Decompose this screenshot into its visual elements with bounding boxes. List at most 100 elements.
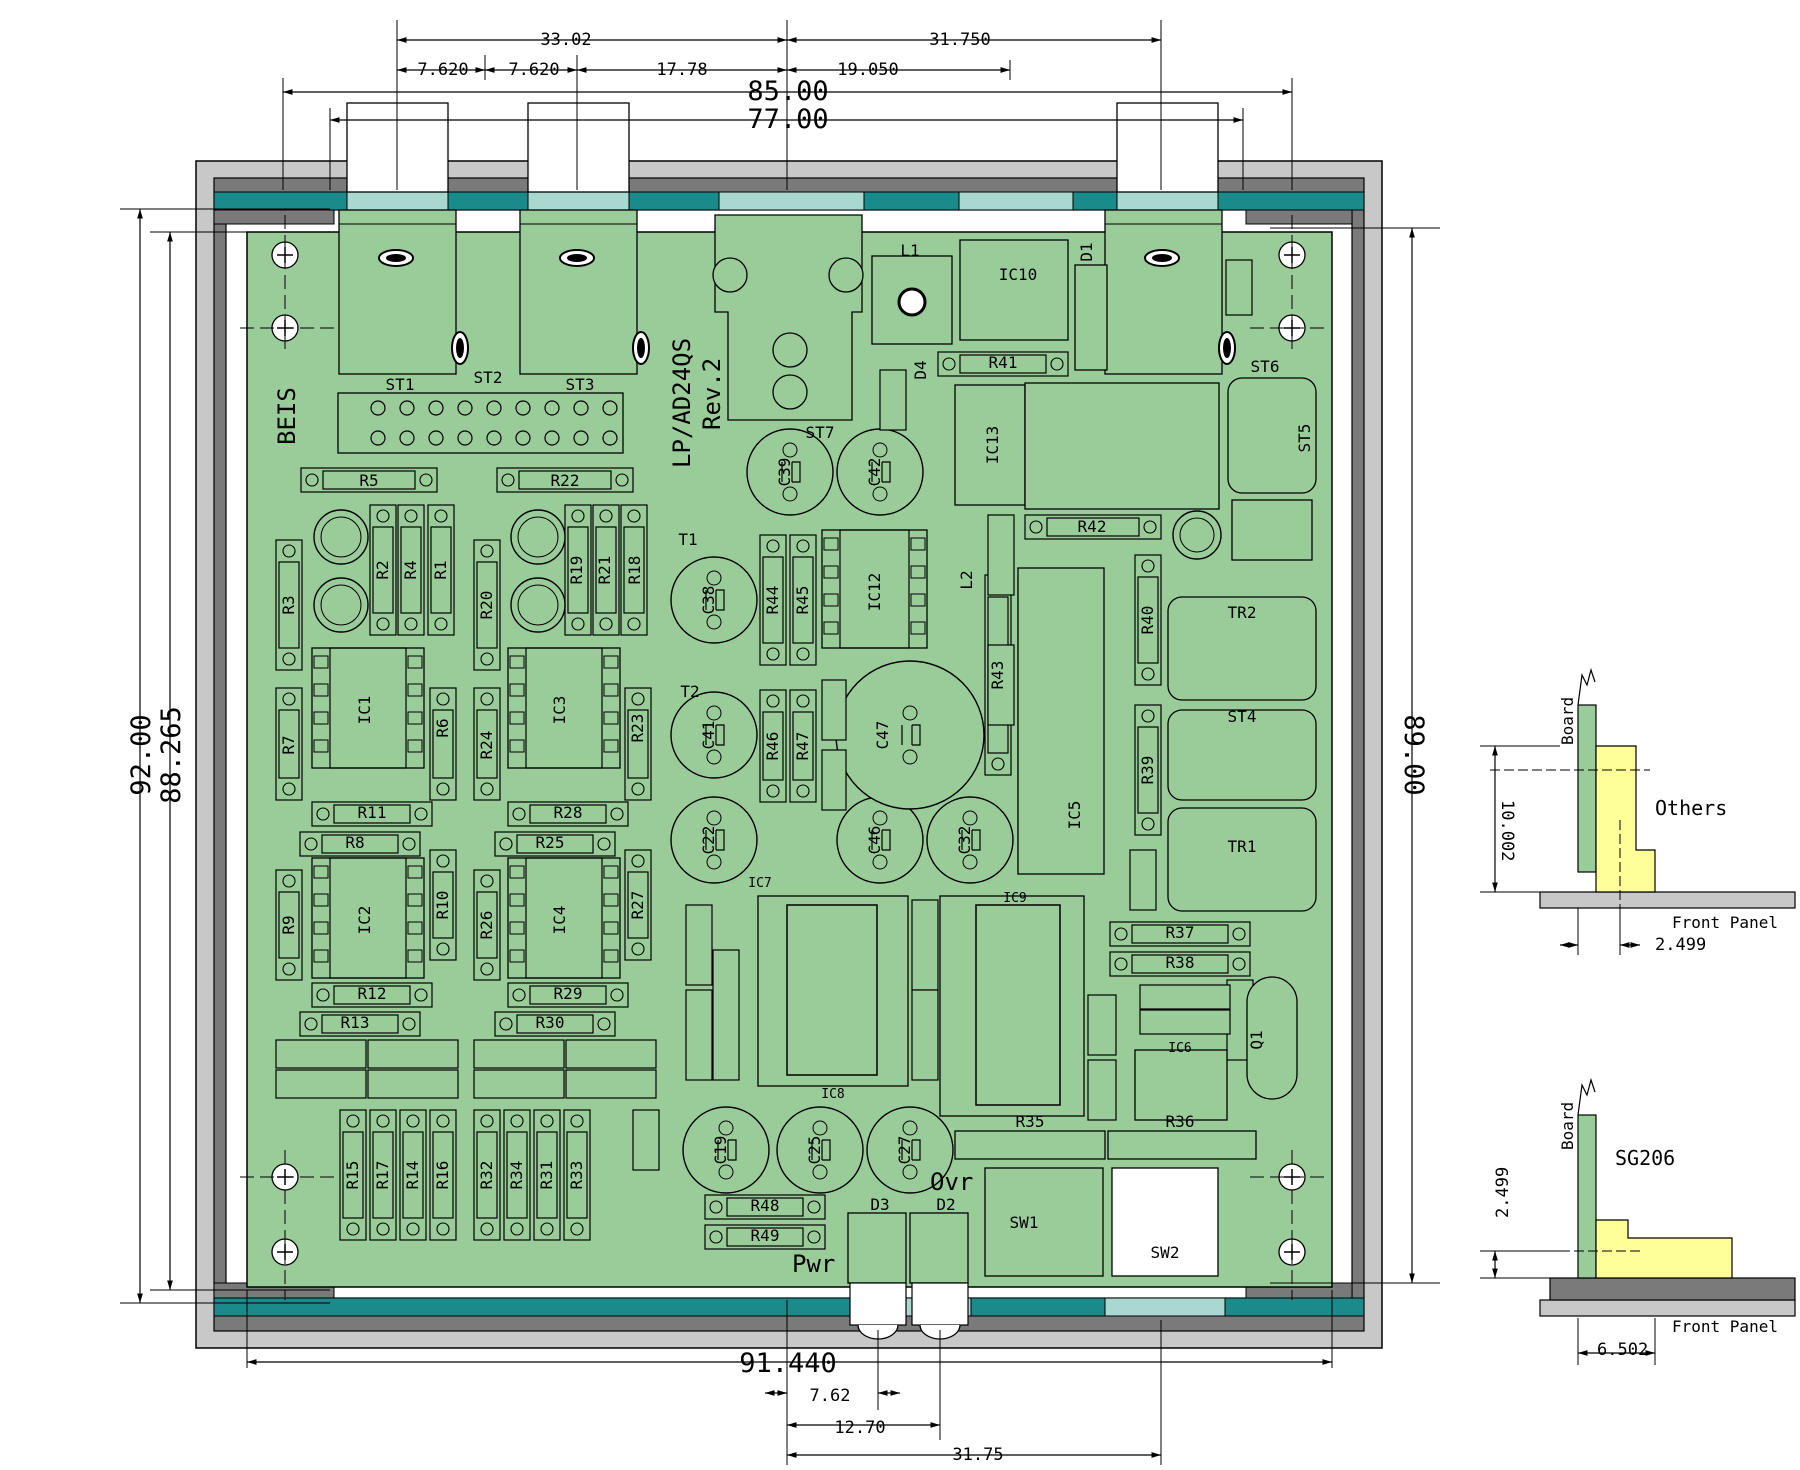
resistor-pad <box>480 874 494 888</box>
resistor-pad <box>1029 520 1043 534</box>
resistor-body <box>372 526 394 614</box>
jack-st3 <box>519 209 650 375</box>
header-pin <box>399 430 415 446</box>
component-label: R27 <box>628 891 647 920</box>
resistor-pad <box>376 1114 390 1128</box>
cap-symbol <box>705 724 725 746</box>
component-label: IC1 <box>355 696 374 725</box>
resistor-pad <box>316 988 330 1002</box>
component-label: R3 <box>279 595 298 614</box>
component-label: C25 <box>805 1136 824 1165</box>
resistor-pad <box>376 509 390 523</box>
ceramic-cap <box>712 949 740 1081</box>
component-label: R13 <box>341 1013 370 1032</box>
dip-pin <box>313 711 329 725</box>
resistor-body <box>516 1014 594 1034</box>
component-label: C47 <box>873 721 892 750</box>
component-label: R18 <box>625 556 644 585</box>
resistor-pad <box>1143 520 1157 534</box>
dip-pin <box>509 683 525 697</box>
resistor-pad <box>305 473 319 487</box>
resistor-body <box>476 891 498 959</box>
ic6-body <box>1134 1049 1228 1121</box>
dip-pin <box>407 921 423 935</box>
ceramic-cap <box>821 679 847 741</box>
component-label: IC5 <box>1065 801 1084 830</box>
resistor-pad <box>1050 357 1064 371</box>
resistor-pad <box>512 988 526 1002</box>
resistor-body <box>566 1131 588 1219</box>
component-label: C39 <box>775 458 794 487</box>
component-label: IC3 <box>550 696 569 725</box>
resistor-body <box>762 556 784 644</box>
side-view-sg206 <box>1490 1077 1796 1317</box>
resistor-pad <box>414 988 428 1002</box>
cap-pad <box>902 1120 918 1136</box>
resistor-body <box>476 1131 498 1219</box>
resistor-pad <box>540 1114 554 1128</box>
tantalum-cap <box>510 577 566 633</box>
ovr-label: Ovr <box>930 1168 973 1196</box>
component-label: C22 <box>699 826 718 855</box>
dim-width-outer: 85.00 <box>747 76 828 107</box>
header-pin <box>486 400 502 416</box>
dip-pin <box>603 865 619 879</box>
component-label: R29 <box>554 984 583 1003</box>
dip-pin <box>509 921 525 935</box>
dip-pin <box>313 739 329 753</box>
component-label: SW1 <box>1010 1213 1039 1232</box>
resistor-pad <box>610 988 624 1002</box>
component-label: L1 <box>900 241 919 260</box>
cap-symbol <box>871 829 891 851</box>
electrolytic-cap <box>926 796 1014 884</box>
header-pin <box>515 430 531 446</box>
electrolytic-cap <box>682 1106 770 1194</box>
resistor-pad <box>1114 957 1128 971</box>
component-label: R12 <box>358 984 387 1003</box>
cap-pad <box>782 442 798 458</box>
header-pin <box>457 430 473 446</box>
component-label: D4 <box>911 360 930 379</box>
dim-bottom-width: 91.440 <box>739 1348 837 1379</box>
resistor-pad <box>597 1017 611 1031</box>
header-pin <box>515 400 531 416</box>
component-label: R46 <box>763 732 782 761</box>
ceramic-cap <box>275 1039 367 1069</box>
resistor-body <box>1137 576 1159 664</box>
resistor-pad <box>796 784 810 798</box>
dip-pin <box>603 949 619 963</box>
resistor-pad <box>627 509 641 523</box>
tantalum-ring <box>320 584 362 626</box>
dim-top-span-2: 31.750 <box>929 30 990 50</box>
header-pin <box>457 400 473 416</box>
dip-pin <box>603 921 619 935</box>
resistor-body <box>322 470 416 490</box>
resistor-pad <box>599 617 613 631</box>
tantalum-ring <box>320 516 362 558</box>
resistor-pad <box>510 1114 524 1128</box>
component-label: R14 <box>403 1161 422 1190</box>
cap-pad <box>902 705 918 721</box>
d3-led <box>847 1212 907 1284</box>
side-sg206-panel: Front Panel <box>1672 1317 1778 1336</box>
side-others-dimh: 2.499 <box>1655 935 1706 955</box>
dip-pin <box>313 949 329 963</box>
resistor-pad <box>406 1114 420 1128</box>
component-label: R20 <box>477 591 496 620</box>
cap-symbol <box>901 1139 921 1161</box>
resistor-body <box>278 709 300 779</box>
resistor-pad <box>512 807 526 821</box>
sw2-body <box>1111 1167 1219 1277</box>
ceramic-cap <box>1139 1009 1231 1035</box>
side-others-dimv: 10.002 <box>1497 800 1517 861</box>
component-label: R1 <box>431 560 450 579</box>
resistor-body <box>321 834 399 854</box>
resistor-body <box>726 1227 804 1247</box>
dip-pin <box>313 683 329 697</box>
resistor-pad <box>796 647 810 661</box>
resistor-pad <box>570 1114 584 1128</box>
cap-pad <box>902 1164 918 1180</box>
side-sg206-board: Board <box>1558 1102 1577 1150</box>
dip-pin <box>313 655 329 669</box>
